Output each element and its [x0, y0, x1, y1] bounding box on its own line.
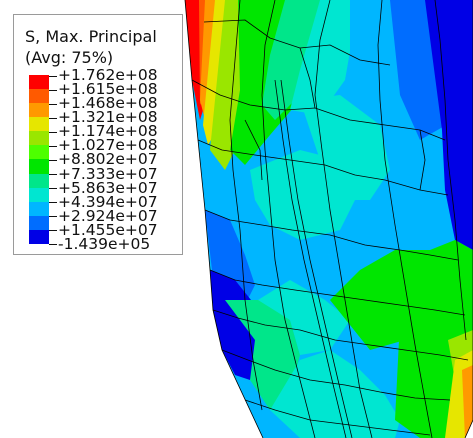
- contour-cyan-upper-mid: [300, 95, 390, 200]
- legend-value-label: +1.321e+08: [58, 108, 158, 127]
- legend-tick: [49, 159, 57, 161]
- legend-subtitle: (Avg: 75%): [25, 48, 114, 67]
- legend-tick: [49, 117, 57, 119]
- legend-value-label: +1.455e+07: [58, 220, 158, 239]
- legend-title: S, Max. Principal: [25, 27, 157, 46]
- legend-color-swatch: [29, 173, 49, 188]
- legend-tick: [49, 145, 57, 147]
- mesh-right-edge: [464, 0, 473, 438]
- mesh-col-e: [434, 0, 467, 341]
- legend-color-bar: [29, 75, 49, 244]
- mesh-detail-3: [419, 129, 426, 191]
- mesh-col-a: [229, 0, 263, 411]
- mesh-left-edge: [184, 0, 264, 438]
- contour-dark-blue-right: [425, 0, 473, 250]
- mesh-col-c: [314, 0, 373, 438]
- stress-contour-band: [185, 0, 473, 438]
- legend-value-label: +1.762e+08: [58, 66, 158, 84]
- mesh-row-d: [204, 209, 459, 261]
- legend-value-label: +5.863e+07: [58, 178, 158, 197]
- legend-value-label: +1.615e+08: [58, 80, 158, 99]
- mesh-row-h: [244, 399, 431, 436]
- mesh-slit-right: [280, 79, 353, 438]
- contour-orange-right: [462, 365, 473, 438]
- legend-color-swatch: [29, 201, 49, 216]
- contour-cyan-lower: [258, 280, 350, 355]
- mesh-detail-2: [299, 47, 316, 109]
- legend-value-label: +1.468e+08: [58, 94, 158, 113]
- legend-tick: [49, 103, 57, 105]
- legend-color-swatch: [29, 145, 49, 160]
- legend-tick: [49, 89, 57, 91]
- mesh-row-f: [212, 309, 469, 361]
- legend-tick: [49, 216, 57, 218]
- contour-dark-blue-left: [210, 270, 262, 380]
- legend-color-swatch: [29, 89, 49, 104]
- legend-color-swatch: [29, 131, 49, 146]
- legend-value-label: +8.802e+07: [58, 150, 158, 169]
- legend-color-swatch: [29, 229, 49, 244]
- legend-tick: [49, 202, 57, 204]
- legend-color-swatch: [29, 103, 49, 118]
- legend-tick: [49, 230, 57, 232]
- legend-tick: [49, 188, 57, 190]
- legend-color-swatch: [29, 159, 49, 174]
- contour-light-blue-top: [345, 0, 405, 120]
- legend-color-swatch: [29, 75, 49, 90]
- contour-cyan-top: [290, 0, 355, 115]
- legend-color-swatch: [29, 215, 49, 230]
- mesh-row-c: [197, 139, 449, 196]
- legend-tick: [49, 131, 57, 133]
- mesh-row-g: [221, 349, 451, 401]
- legend-color-swatch: [29, 117, 49, 132]
- legend-value-label: +1.027e+08: [58, 136, 158, 155]
- mesh-col-b: [261, 0, 316, 438]
- mesh-lines: [184, 0, 473, 438]
- legend-value-label: +2.924e+07: [58, 206, 158, 225]
- legend-tick: [49, 75, 57, 77]
- stress-legend: S, Max. Principal (Avg: 75%) +1.762e+08+…: [13, 14, 183, 255]
- mesh-slit-left: [274, 79, 347, 438]
- legend-value-label: -1.439e+05: [58, 234, 151, 253]
- legend-value-label: +1.174e+08: [58, 122, 158, 141]
- mesh-col-d: [377, 0, 433, 438]
- legend-color-swatch: [29, 187, 49, 202]
- legend-tick: [49, 174, 57, 176]
- legend-value-label: +7.333e+07: [58, 164, 158, 183]
- legend-value-label: +4.394e+07: [58, 192, 158, 211]
- mesh-detail-1: [244, 119, 263, 181]
- legend-tick: [49, 244, 57, 246]
